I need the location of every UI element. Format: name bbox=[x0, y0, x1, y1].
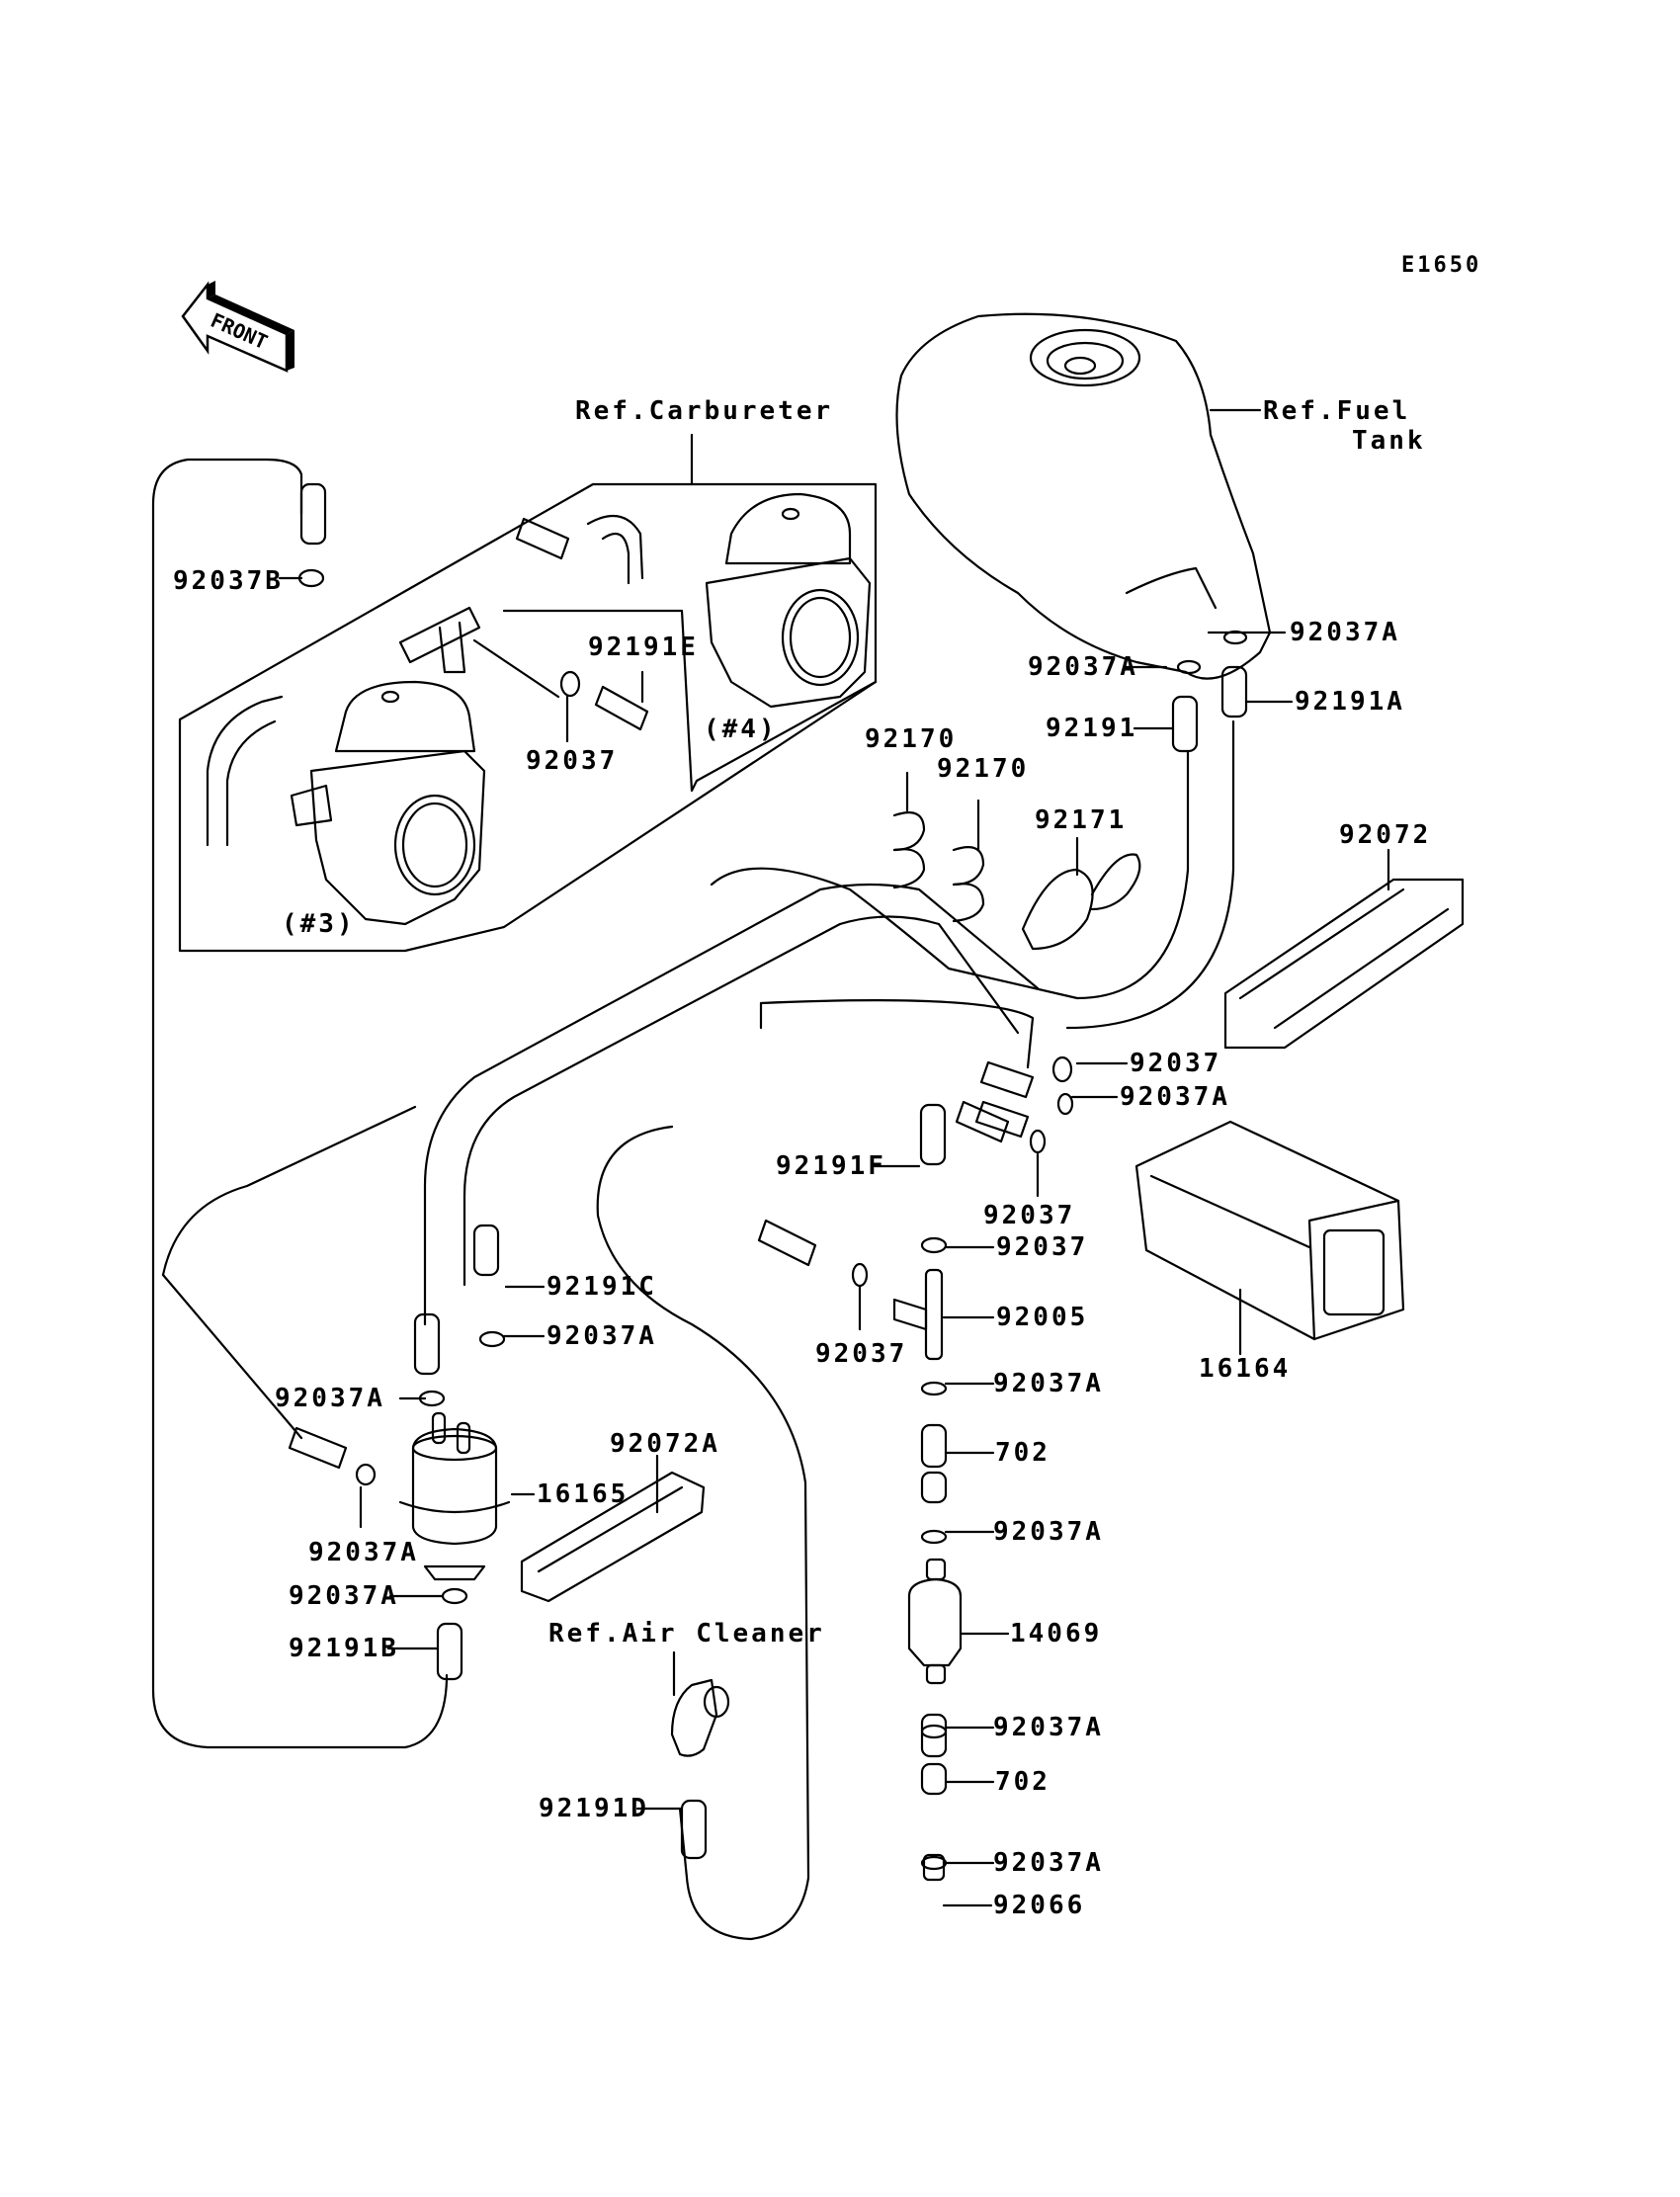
t-fitting-carb bbox=[398, 606, 481, 674]
carb-3-label: (#3) bbox=[282, 909, 356, 939]
part-label[interactable]: 92191A bbox=[1295, 687, 1405, 717]
hose-carb3-inlet bbox=[206, 695, 284, 847]
fuel-pump bbox=[398, 1411, 511, 1581]
bracket-92072 bbox=[1223, 878, 1465, 1050]
part-label[interactable]: 92037A bbox=[993, 1517, 1104, 1547]
hose-tank-breather bbox=[710, 749, 1190, 1000]
hose-tank-drain bbox=[1065, 719, 1235, 1030]
part-label[interactable]: 92191F bbox=[776, 1151, 886, 1181]
leader-lines bbox=[278, 576, 1294, 1907]
hose-long-2 bbox=[462, 915, 1020, 1287]
ref-fuel-tank-line1: Ref.Fuel bbox=[1263, 396, 1411, 426]
part-label[interactable]: 92037A bbox=[1120, 1082, 1230, 1112]
part-label[interactable]: 92191B bbox=[289, 1634, 399, 1663]
part-label[interactable]: 92037 bbox=[983, 1201, 1076, 1230]
part-label[interactable]: 92191E bbox=[588, 633, 699, 662]
part-label[interactable]: 92037 bbox=[815, 1339, 908, 1369]
part-label[interactable]: 702 bbox=[995, 1438, 1050, 1468]
carburetor-4 bbox=[705, 492, 872, 709]
carburetor-3 bbox=[290, 680, 486, 926]
fuel-tank bbox=[895, 312, 1272, 680]
hose-clips bbox=[297, 568, 1248, 1871]
short-hoses bbox=[299, 482, 1248, 1882]
part-label[interactable]: 92037B bbox=[173, 566, 284, 596]
part-label[interactable]: 92037A bbox=[275, 1384, 385, 1413]
part-label[interactable]: 92037A bbox=[308, 1538, 419, 1567]
air-cleaner-elbow bbox=[670, 1678, 730, 1757]
part-label[interactable]: 92037A bbox=[289, 1581, 399, 1611]
part-label[interactable]: 92037A bbox=[1028, 652, 1138, 682]
hose-clamps-92170 bbox=[892, 811, 985, 923]
part-label[interactable]: 92072 bbox=[1339, 820, 1432, 850]
part-label[interactable]: 702 bbox=[995, 1767, 1050, 1797]
ref-fuel-tank-line2: Tank bbox=[1352, 426, 1426, 456]
leader-t-fitting bbox=[472, 638, 560, 699]
part-label[interactable]: 92072A bbox=[610, 1429, 720, 1459]
hose-left-diag bbox=[161, 1105, 417, 1277]
carburetor-4-frame bbox=[502, 609, 878, 793]
ref-air-cleaner: Ref.Air Cleaner bbox=[548, 1619, 825, 1648]
hose-long-1 bbox=[423, 883, 1040, 1326]
part-label[interactable]: 92171 bbox=[1035, 805, 1128, 835]
part-label[interactable]: 92037A bbox=[993, 1369, 1104, 1398]
hose-carb3-inlet-inner bbox=[225, 719, 277, 847]
part-label[interactable]: 92037A bbox=[546, 1321, 657, 1351]
part-label[interactable]: 14069 bbox=[1010, 1619, 1103, 1648]
front-arrow: FRONT bbox=[178, 277, 296, 385]
hose-carb4-inlet-inner bbox=[601, 532, 630, 585]
hose-left-loop bbox=[151, 458, 449, 1749]
part-label[interactable]: 92191C bbox=[546, 1272, 657, 1302]
part-label[interactable]: 92037 bbox=[996, 1232, 1089, 1262]
fuel-filter bbox=[907, 1558, 963, 1685]
carburetor-3-frame bbox=[178, 482, 878, 953]
diagram-code: E1650 bbox=[1401, 253, 1482, 278]
charcoal-canister bbox=[1134, 1120, 1405, 1341]
diagonal-hoses bbox=[288, 517, 1035, 1470]
part-label[interactable]: 92170 bbox=[865, 724, 958, 754]
hose-air-cleaner-loop bbox=[596, 1125, 810, 1941]
ref-carbureter: Ref.Carbureter bbox=[575, 396, 834, 426]
part-label[interactable]: 92191D bbox=[539, 1794, 649, 1823]
part-label[interactable]: 92066 bbox=[993, 1891, 1086, 1920]
carb-4-label: (#4) bbox=[704, 715, 778, 744]
part-label[interactable]: 92037 bbox=[526, 746, 619, 776]
part-label[interactable]: 92037A bbox=[993, 1848, 1104, 1878]
hose-long-3 bbox=[759, 999, 1035, 1069]
hose-guide-92171 bbox=[1021, 853, 1141, 951]
part-label[interactable]: 92037 bbox=[1130, 1049, 1222, 1078]
part-label[interactable]: 16164 bbox=[1199, 1354, 1292, 1384]
part-label[interactable]: 92037A bbox=[993, 1713, 1104, 1742]
part-label[interactable]: 92191 bbox=[1046, 714, 1138, 743]
front-arrow-icon: FRONT bbox=[181, 281, 294, 373]
part-label[interactable]: 92170 bbox=[937, 754, 1030, 784]
part-label[interactable]: 92037A bbox=[1290, 618, 1400, 647]
hose-carb4-inlet bbox=[586, 514, 644, 580]
hose-left-diag-2 bbox=[161, 1273, 303, 1440]
t-fitting-92005 bbox=[892, 1268, 944, 1361]
part-label[interactable]: 16165 bbox=[537, 1479, 630, 1509]
part-label[interactable]: 92005 bbox=[996, 1303, 1089, 1332]
